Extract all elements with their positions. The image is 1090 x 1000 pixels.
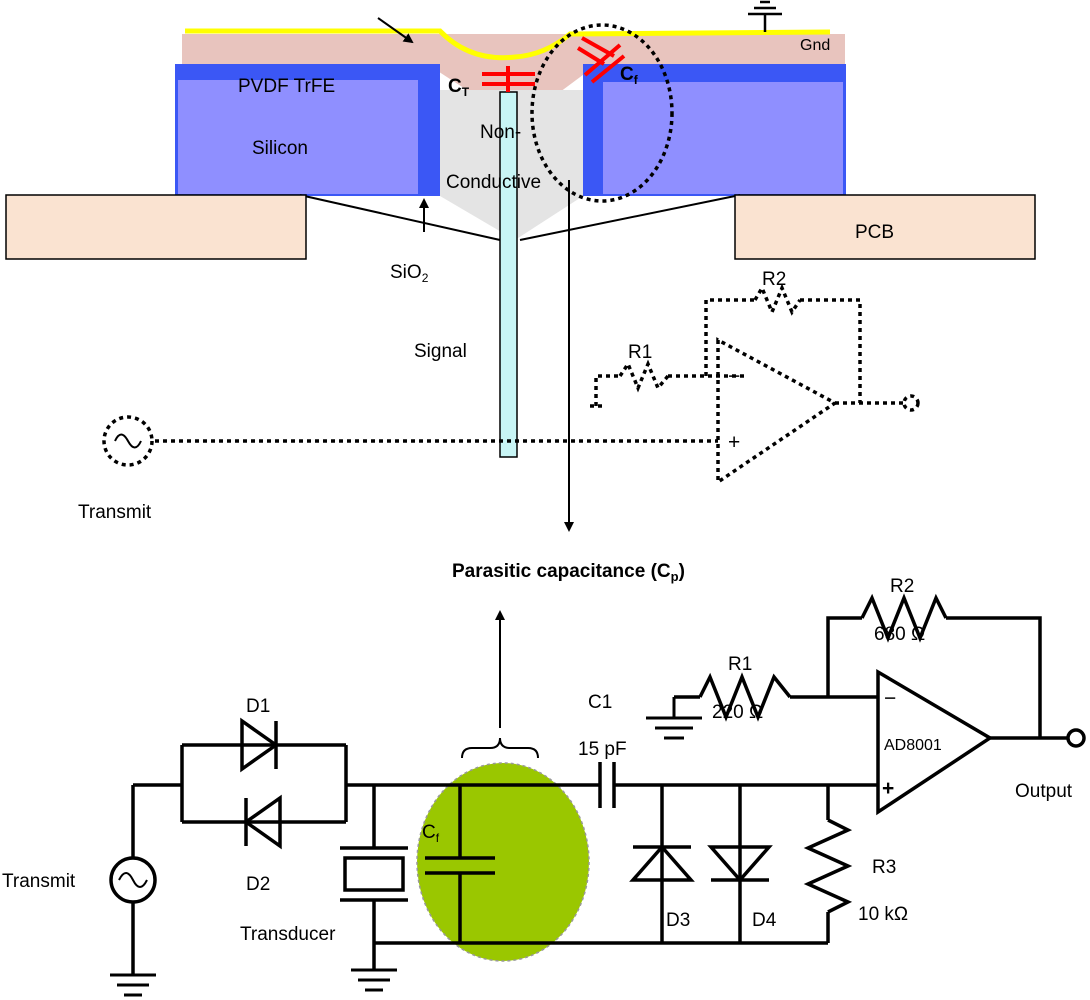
r3-resistor-icon (803, 818, 853, 914)
opamp-top-icon (716, 337, 839, 486)
r2-value: 680 Ω (874, 624, 925, 645)
opamp-label: AD8001 (884, 737, 942, 754)
pcb-label: PCB (855, 222, 894, 243)
parasitic-region-outline (530, 23, 674, 203)
pvdf-layer (182, 34, 845, 92)
pvdf-label: PVDF TrFE (238, 76, 335, 97)
r2-top-resistor-icon (753, 283, 802, 317)
cf-top-label: Cf (620, 64, 639, 87)
ground-symbol-source (110, 973, 156, 997)
brace-icon (461, 737, 539, 759)
main-schematic: Transmit D1 D2 (2, 576, 1086, 997)
output-label: Output (1015, 781, 1073, 802)
transmit-bottom-label: Transmit (2, 871, 76, 892)
ground-symbol-top (748, 0, 782, 32)
d4-diode-icon (707, 845, 773, 883)
r3-value: 10 kΩ (858, 904, 908, 925)
c1-value: 15 pF (578, 739, 627, 760)
opamp-plus: + (882, 777, 894, 800)
r1-top-resistor-icon (618, 359, 670, 393)
output-terminal-icon (1066, 728, 1086, 748)
dotted-schematic: Transmit − + R2 R1 (78, 269, 920, 523)
gnd-label: Gnd (800, 37, 830, 54)
sio2-label: SiO2 (390, 262, 429, 285)
silicon-label: Silicon (252, 138, 308, 159)
opamp-top-plus: + (728, 431, 740, 454)
transducer-label: Transducer (240, 924, 336, 945)
d2-label: D2 (246, 874, 270, 895)
signal-label: Signal (414, 341, 467, 362)
r2-resistor-icon (860, 593, 948, 643)
r2-label: R2 (890, 576, 914, 597)
r1-value: 220 Ω (712, 702, 763, 723)
ct-label: CT (448, 76, 470, 99)
r1-label: R1 (728, 654, 752, 675)
cf-bottom-label: Cf (422, 822, 440, 845)
d3-label: D3 (666, 910, 690, 931)
c1-capacitor-icon (598, 762, 616, 808)
r1-top-label: R1 (628, 342, 652, 363)
d3-diode-icon (629, 844, 695, 882)
signal-rod (499, 91, 518, 458)
non-conductive-label-2: Conductive (446, 172, 541, 193)
pcb-left (5, 194, 307, 260)
ct-capacitor-icon (482, 66, 535, 92)
pcb-right (734, 194, 1036, 260)
opamp-ad8001-icon (876, 668, 994, 816)
cf-capacitor-icon (576, 36, 626, 84)
ground-symbol-r1 (646, 697, 702, 740)
r3-label: R3 (872, 857, 896, 878)
opamp-minus: − (884, 687, 896, 710)
r2-top-label: R2 (762, 269, 786, 290)
parasitic-blob (416, 762, 590, 962)
r1-resistor-icon (698, 672, 792, 722)
transducer-icon (340, 846, 408, 902)
non-conductive-label-1: Non- (480, 122, 521, 143)
parasitic-capacitance-label: Parasitic capacitance (Cp) (452, 561, 685, 584)
ground-symbol-transducer (351, 968, 397, 992)
d1-diode-icon (240, 717, 280, 773)
d2-diode-icon (242, 794, 282, 850)
transmit-source-top-icon (102, 415, 154, 467)
cross-section: Gnd PVDF TrFE Silicon Non- Conductive CT… (5, 0, 1036, 458)
c1-label: C1 (588, 692, 612, 713)
d4-label: D4 (752, 910, 777, 931)
transmit-top-label: Transmit (78, 502, 152, 523)
d1-label: D1 (246, 696, 270, 717)
